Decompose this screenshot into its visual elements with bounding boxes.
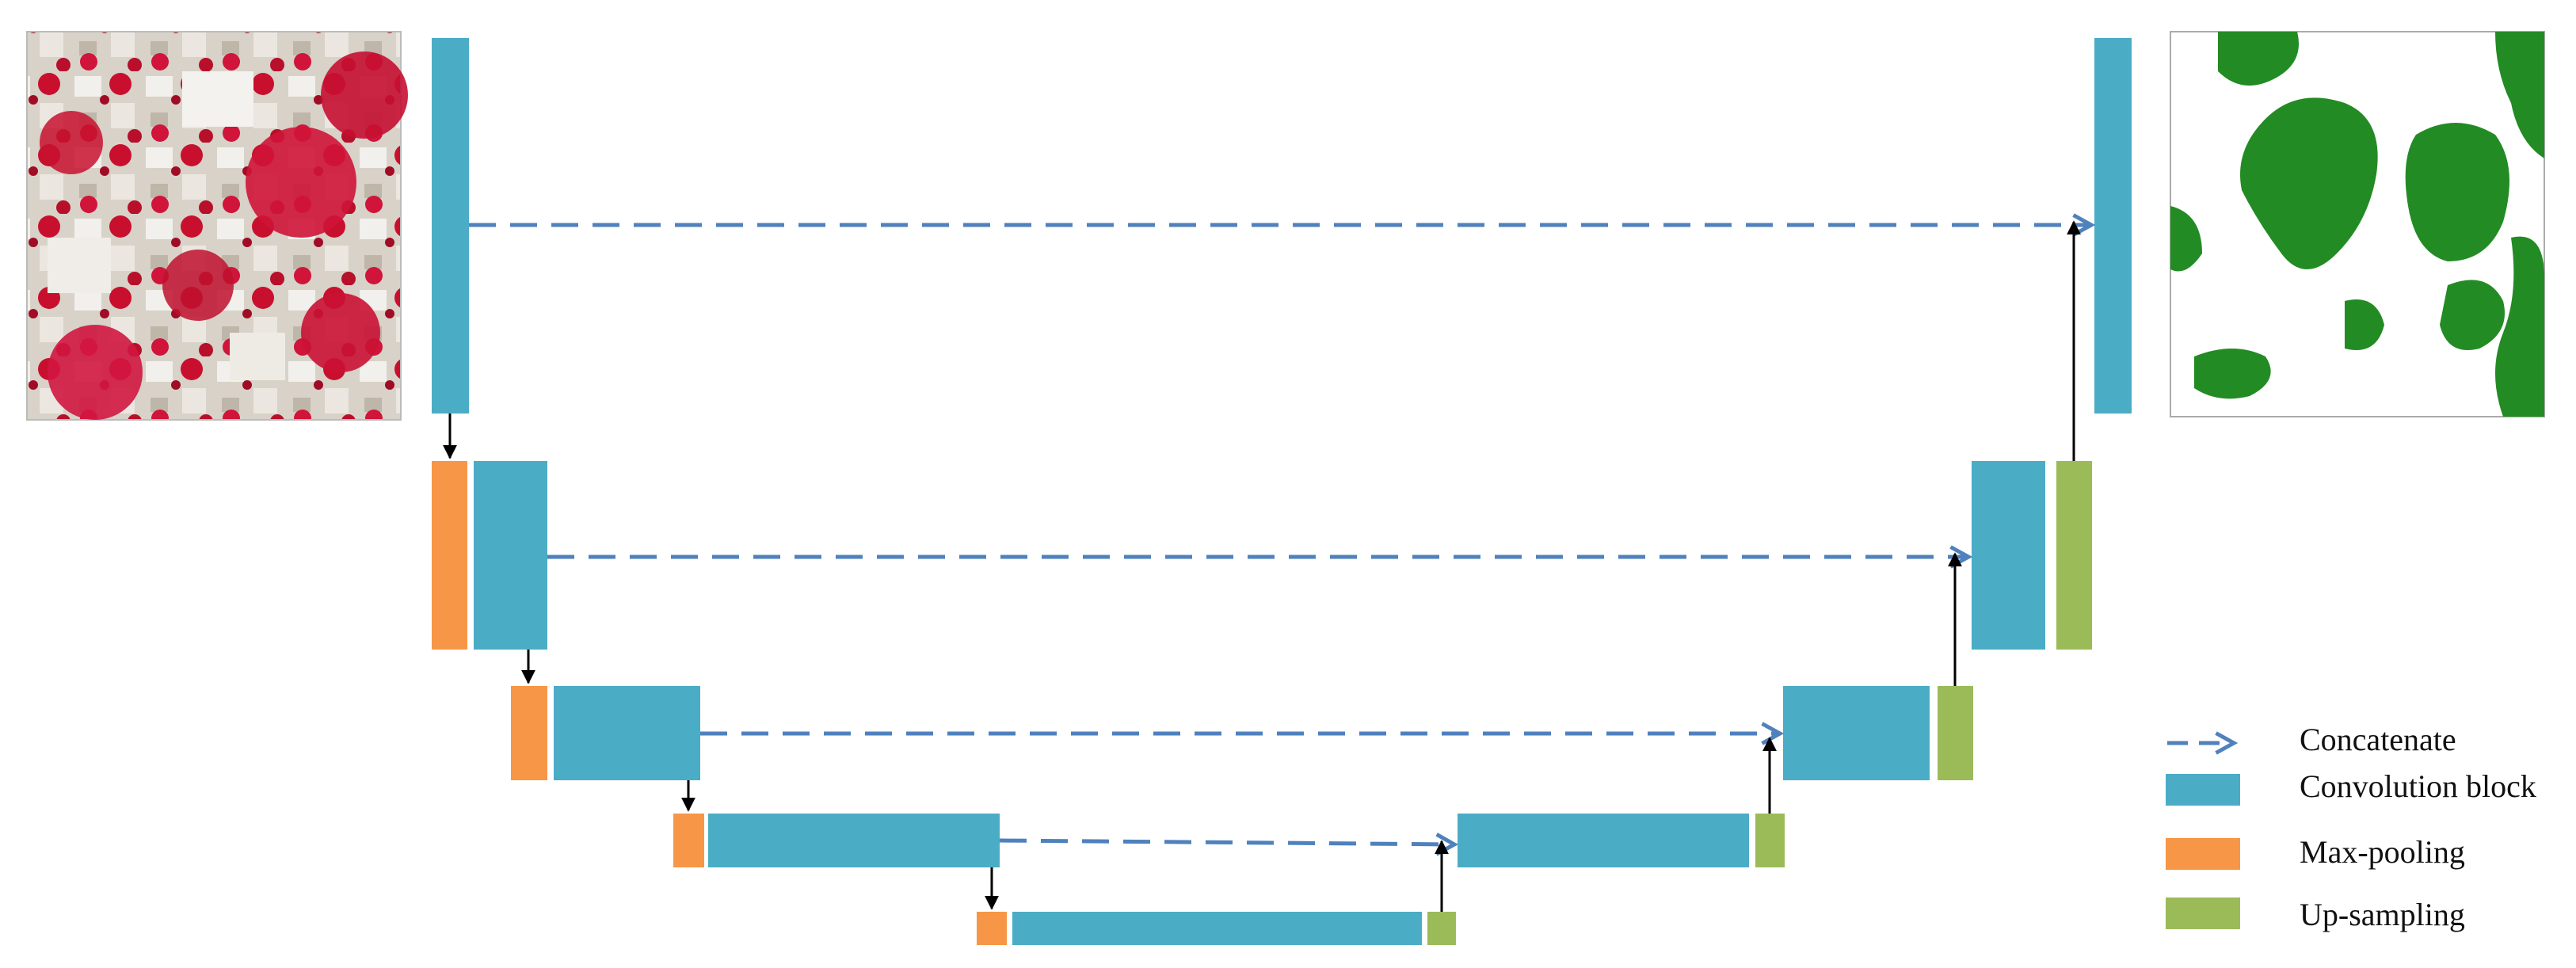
legend-convolution-swatch (2166, 774, 2240, 806)
conv-block-enc-4 (708, 814, 1000, 867)
legend-upsampling-swatch (2166, 897, 2240, 929)
maxpool-block-4 (977, 912, 1007, 945)
input-image (26, 31, 408, 421)
flow-arrows (443, 220, 2081, 912)
legend: Concatenate Convolution block Max-poolin… (2166, 722, 2536, 932)
upsample-block-4 (1427, 912, 1456, 945)
conv-block-bottleneck (1012, 912, 1422, 945)
conv-block-dec-3 (1783, 686, 1930, 780)
upsample-block-2 (1938, 686, 1973, 780)
conv-block-dec-1 (2094, 38, 2132, 413)
conv-block-enc-1 (432, 38, 469, 413)
legend-maxpooling-swatch (2166, 838, 2240, 870)
conv-block-dec-2 (1972, 461, 2045, 650)
conv-block-enc-2 (474, 461, 547, 650)
upsample-block-3 (1755, 814, 1785, 867)
maxpool-block-1 (432, 461, 467, 650)
maxpool-block-3 (673, 814, 704, 867)
legend-concatenate-label: Concatenate (2300, 722, 2456, 757)
conv-block-dec-4 (1458, 814, 1749, 867)
legend-upsampling-label: Up-sampling (2300, 897, 2465, 932)
concatenate-arrows (469, 225, 2091, 844)
legend-maxpooling-label: Max-pooling (2300, 834, 2465, 870)
input-image-vegetation (40, 51, 408, 420)
upsample-block-1 (2056, 461, 2092, 650)
maxpool-block-2 (511, 686, 547, 780)
conv-block-enc-3 (554, 686, 700, 780)
concatenate-arrow-4 (999, 840, 1454, 844)
output-mask (2170, 31, 2545, 417)
legend-convolution-label: Convolution block (2300, 768, 2536, 804)
